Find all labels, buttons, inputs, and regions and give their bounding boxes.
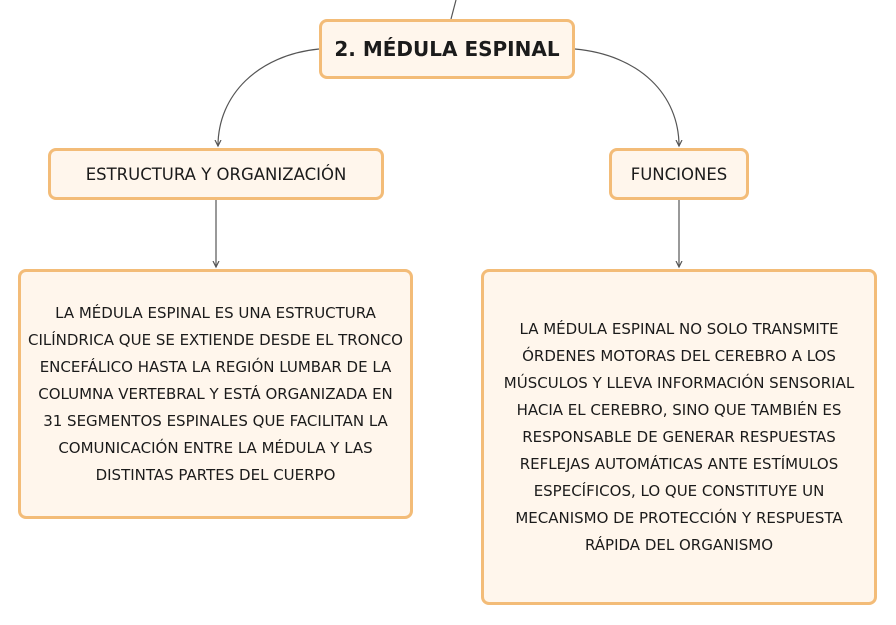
functions-description-text: LA MÉDULA ESPINAL NO SOLO TRANSMITE ÓRDE…	[503, 319, 855, 554]
root-node-label: 2. MÉDULA ESPINAL	[334, 37, 560, 61]
connector-root-to-functions	[574, 48, 679, 146]
branch-node-structure[interactable]: ESTRUCTURA Y ORGANIZACIÓN	[48, 148, 384, 200]
branch-node-functions-label: FUNCIONES	[630, 164, 728, 184]
connector-root-to-structure	[218, 48, 320, 146]
branch-node-structure-label: ESTRUCTURA Y ORGANIZACIÓN	[85, 164, 347, 184]
root-node[interactable]: 2. MÉDULA ESPINAL	[319, 19, 575, 79]
incoming-connector	[450, 0, 457, 20]
functions-description-node[interactable]: LA MÉDULA ESPINAL NO SOLO TRANSMITE ÓRDE…	[481, 269, 877, 605]
structure-description-node[interactable]: LA MÉDULA ESPINAL ES UNA ESTRUCTURA CILÍ…	[18, 269, 413, 519]
structure-description-text: LA MÉDULA ESPINAL ES UNA ESTRUCTURA CILÍ…	[27, 303, 403, 484]
branch-node-functions[interactable]: FUNCIONES	[609, 148, 749, 200]
